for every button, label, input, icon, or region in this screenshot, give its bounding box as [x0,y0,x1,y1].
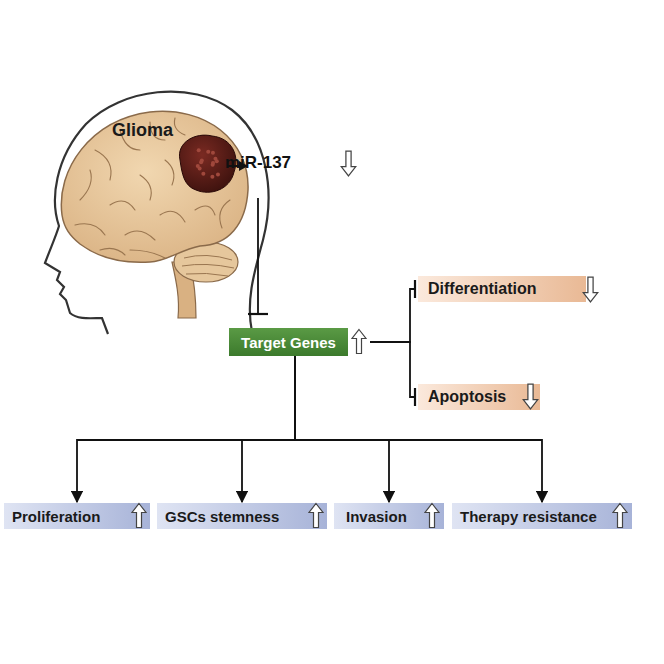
inhibition-bar [414,388,416,406]
outcome-box: Differentiation [418,276,586,302]
gyrus-stroke [75,224,105,235]
inhibition-bar [248,313,268,315]
tumor-dot [200,159,204,163]
gyrus-stroke [80,170,91,200]
node-text: miR-137 [225,153,291,173]
activation-arrow [242,356,295,502]
tumor-dot [201,172,205,176]
gyrus-stroke [160,211,185,222]
node-text: Target Genes [241,334,336,351]
tumor-dot [215,159,219,163]
inhibition-bar [414,280,416,298]
outcome-band: Therapy resistance [452,503,632,529]
node-text: Differentiation [428,280,536,298]
increase-arrow [352,330,366,354]
connector-group [370,280,415,342]
target-genes-box: Target Genes [229,328,348,356]
inhibition-line [257,198,259,314]
connector-group [295,356,389,502]
tumor-dot [216,172,220,176]
tumor-dot [211,151,215,155]
cerebellum-folds [182,255,234,276]
connector-group [370,342,415,406]
node-text: Proliferation [12,508,100,525]
head-outline [45,92,268,334]
mirna-label: miR-137 [216,150,300,176]
gyrus-stroke [195,206,215,215]
gyrus-stroke [110,201,135,210]
inhibition-line [370,342,415,397]
tumor-dot [197,148,201,152]
gyrus-stroke [174,118,185,135]
node-text: Therapy resistance [460,508,597,525]
tumor-dot [211,163,215,167]
region-label: Glioma [112,120,173,141]
activation-arrow [295,356,389,502]
gyrus-stroke [125,231,155,240]
outcome-band: Proliferation [4,503,150,529]
activation-arrow [295,356,542,502]
connector-group [295,356,542,502]
gyrus-stroke [165,160,174,185]
connector-group [242,356,295,502]
outcome-band: Invasion [334,503,444,529]
tumor-dot [206,150,210,154]
node-text: Apoptosis [428,388,506,406]
connector-group [248,198,268,314]
gyrus-stroke [140,175,151,200]
decrease-arrow [341,151,356,176]
gyrus-stroke [100,248,125,255]
cerebrum [61,111,248,262]
inhibition-line [370,289,415,342]
outcome-band: GSCs stemness [157,503,327,529]
activation-arrow [77,356,295,502]
tumor-dot [196,164,200,168]
gyrus-stroke [95,150,111,180]
outcome-box: Apoptosis [418,384,540,410]
node-text: Invasion [346,508,407,525]
node-text: GSCs stemness [165,508,279,525]
gyrus-stroke [220,200,230,228]
tumor-texture [196,148,220,179]
tumor-dot [210,175,214,179]
gyrus-stroke [130,250,165,258]
connector-group [77,356,295,502]
brain [61,111,248,318]
